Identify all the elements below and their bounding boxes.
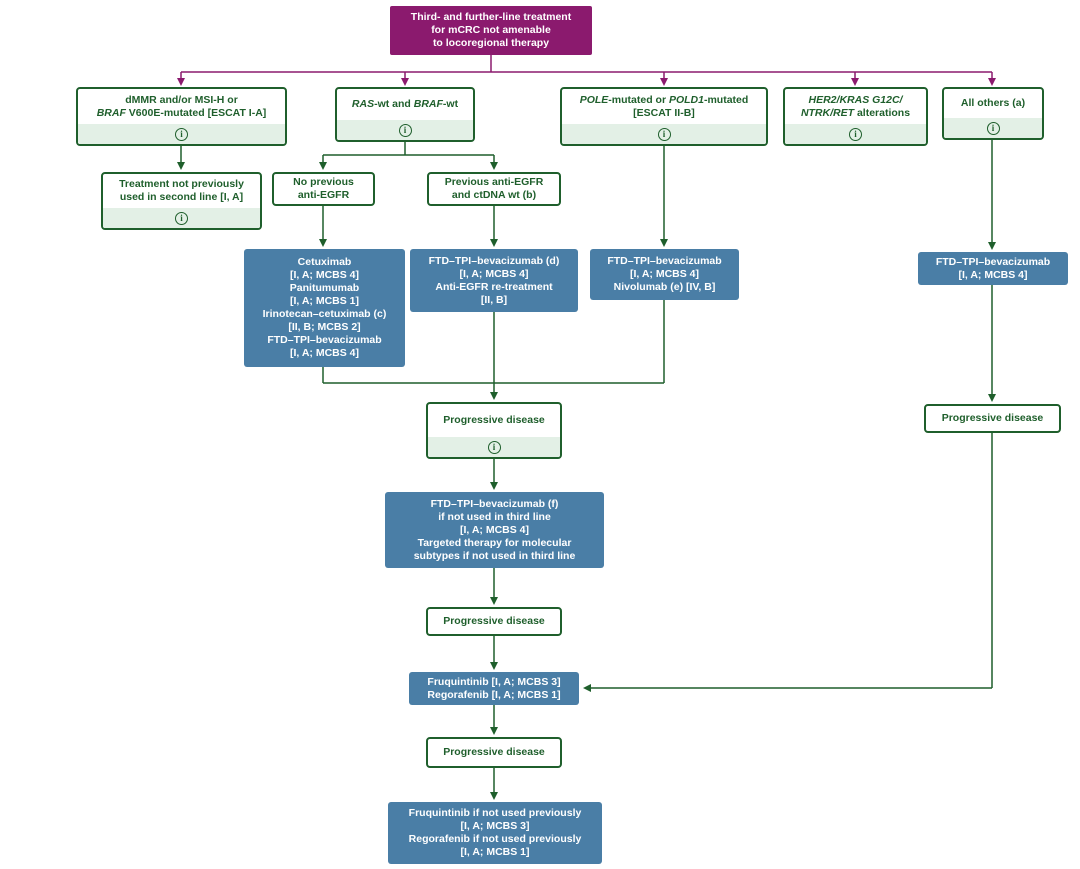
previous-anti-egfr-box: Previous anti-EGFR and ctDNA wt (b) xyxy=(427,172,561,206)
treatment-fruquintinib-regorafenib: Fruquintinib [I, A; MCBS 3] Regorafenib … xyxy=(409,672,579,705)
category-label: HER2/KRAS G12C/ xyxy=(808,93,903,106)
info-icon[interactable]: i xyxy=(175,211,188,225)
progressive-disease-box-2: Progressive disease xyxy=(426,607,562,636)
treatment-line: Anti-EGFR re-treatment xyxy=(435,280,553,293)
treatment-line: if not used in third line xyxy=(438,510,551,523)
treatment-line: FTD–TPI–bevacizumab (f) xyxy=(430,497,559,510)
info-icon[interactable]: i xyxy=(175,127,188,141)
category-all-others: All others (a) i xyxy=(942,87,1044,140)
root-box: Third- and further-line treatment for mC… xyxy=(390,6,592,55)
box-label: anti-EGFR xyxy=(297,189,350,201)
treatment-line: [II, B; MCBS 2] xyxy=(288,321,361,333)
treatment-line: subtypes if not used in third line xyxy=(413,549,576,562)
category-ras-braf-wt: RAS-wt and BRAF-wt i xyxy=(335,87,475,142)
category-dmmr-msih-braf: dMMR and/or MSI-H or BRAF V600E-mutated … xyxy=(76,87,287,146)
category-label: NTRK/RET alterations xyxy=(800,106,911,119)
box-label: Treatment not previously xyxy=(119,178,244,190)
progressive-disease-box-3: Progressive disease xyxy=(426,737,562,768)
info-icon[interactable]: i xyxy=(986,121,1000,135)
treatment-line: [I, A; MCBS 4] xyxy=(958,268,1028,281)
treatment-ftd-tpi-bev-right: FTD–TPI–bevacizumab [I, A; MCBS 4] xyxy=(918,252,1068,285)
treatment-line: Nivolumab (e) [IV, B] xyxy=(613,281,716,293)
category-her2-kras-ntrk-ret: HER2/KRAS G12C/ NTRK/RET alterations i xyxy=(783,87,928,146)
info-icon[interactable]: i xyxy=(487,440,501,454)
box-label: Progressive disease xyxy=(941,412,1044,424)
root-line: to locoregional therapy xyxy=(432,37,550,49)
root-line: for mCRC not amenable xyxy=(431,24,551,36)
treatment-line: [I, A; MCBS 1] xyxy=(289,295,360,307)
treatment-not-previously-used-box: Treatment not previously used in second … xyxy=(101,172,262,230)
treatment-line: FTD–TPI–bevacizumab xyxy=(607,255,722,267)
treatment-line: [II, B] xyxy=(480,293,508,306)
box-label: Previous anti-EGFR xyxy=(444,176,544,188)
treatment-line: Targeted therapy for molecular xyxy=(417,536,572,549)
treatment-ftd-tpi-bev-nivolumab: FTD–TPI–bevacizumab [I, A; MCBS 4] Nivol… xyxy=(590,249,739,300)
treatment-line: Panitumumab xyxy=(289,282,360,294)
treatment-line: Irinotecan–cetuximab (c) xyxy=(262,308,387,320)
treatment-line: [I, A; MCBS 1] xyxy=(460,846,530,858)
treatment-line: Fruquintinib if not used previously xyxy=(408,807,582,819)
category-label: dMMR and/or MSI-H or xyxy=(125,93,238,106)
treatment-line: [I, A; MCBS 4] xyxy=(459,267,529,280)
category-label: RAS-wt and BRAF-wt xyxy=(351,98,459,110)
box-label: No previous xyxy=(293,176,354,188)
treatment-line: FTD–TPI–bevacizumab xyxy=(267,334,382,346)
box-label: used in second line [I, A] xyxy=(119,191,244,203)
treatment-cetuximab-panitumumab: Cetuximab [I, A; MCBS 4] Panitumumab [I,… xyxy=(244,249,405,367)
treatment-line: FTD–TPI–bevacizumab xyxy=(935,255,1051,268)
treatment-line: [I, A; MCBS 4] xyxy=(459,523,530,536)
treatment-line: [I, A; MCBS 4] xyxy=(629,268,700,280)
category-label: [ESCAT II-B] xyxy=(633,106,695,119)
treatment-ftd-tpi-bev-f: FTD–TPI–bevacizumab (f) if not used in t… xyxy=(385,492,604,568)
category-label: BRAF V600E-mutated [ESCAT I-A] xyxy=(96,106,267,119)
treatment-line: [I, A; MCBS 3] xyxy=(460,820,530,832)
category-label: POLE-mutated or POLD1-mutated xyxy=(579,93,749,106)
box-label: Progressive disease xyxy=(443,615,545,627)
category-pole-pold1: POLE-mutated or POLD1-mutated [ESCAT II-… xyxy=(560,87,768,146)
box-label: Progressive disease xyxy=(443,746,545,758)
treatment-line: Fruquintinib [I, A; MCBS 3] xyxy=(427,675,561,688)
treatment-line: FTD–TPI–bevacizumab (d) xyxy=(428,254,560,267)
root-line: Third- and further-line treatment xyxy=(410,11,572,23)
treatment-final-if-not-used: Fruquintinib if not used previously [I, … xyxy=(388,802,602,864)
treatment-line: [I, A; MCBS 4] xyxy=(289,269,360,281)
treatment-line: Regorafenib [I, A; MCBS 1] xyxy=(427,688,561,701)
box-label: and ctDNA wt (b) xyxy=(451,189,537,201)
no-previous-anti-egfr-box: No previous anti-EGFR xyxy=(272,172,375,206)
progressive-disease-box-right: Progressive disease xyxy=(924,404,1061,433)
progressive-disease-box-1: Progressive disease i xyxy=(426,402,562,459)
treatment-line: Cetuximab xyxy=(297,256,352,268)
info-icon[interactable]: i xyxy=(398,123,412,137)
info-icon[interactable]: i xyxy=(657,127,671,141)
treatment-ftd-tpi-bev-d: FTD–TPI–bevacizumab (d) [I, A; MCBS 4] A… xyxy=(410,249,578,312)
box-label: Progressive disease xyxy=(443,414,545,426)
category-label: All others (a) xyxy=(960,97,1026,109)
info-icon[interactable]: i xyxy=(849,127,862,141)
treatment-line: Regorafenib if not used previously xyxy=(408,833,582,845)
treatment-line: [I, A; MCBS 4] xyxy=(289,347,360,359)
